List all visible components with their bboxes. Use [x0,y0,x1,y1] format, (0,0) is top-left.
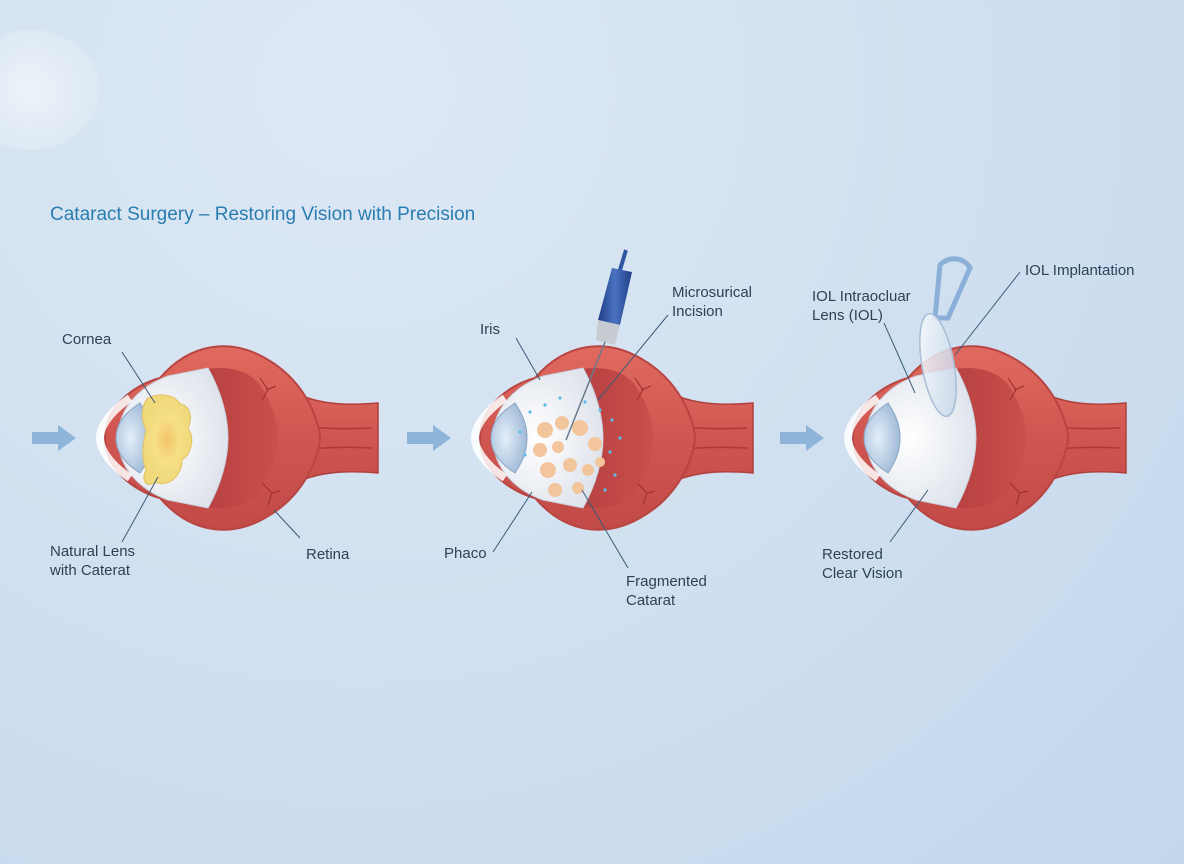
iol-lens-icon [919,256,973,418]
right-arrow-icon [407,425,451,451]
label-microsurgical-incision: Microsurical Incision [672,283,752,321]
label-iol-implantation: IOL Implantation [1025,262,1135,279]
right-arrow-icon [780,425,824,451]
label-fragmented-cataract: Fragmented Catarat [626,572,707,610]
label-fragment-line1: Fragmented [626,573,707,590]
label-retina: Retina [306,546,350,563]
label-restored-vision: Restored Clear Vision [822,545,903,583]
label-cornea: Cornea [62,331,112,348]
phaco-probe-icon [565,249,632,441]
label-iol-line1: IOL Intraocluar [812,288,911,305]
label-incision-line2: Incision [672,303,723,320]
cataract-lens [141,394,193,485]
label-iol-lens: IOL Intraocluar Lens (IOL) [812,287,911,325]
eye-phaco-surgery [407,249,753,569]
right-arrow-icon [32,425,76,451]
diagram-title: Cataract Surgery – Restoring Vision with… [50,204,476,225]
label-natural-lens-line1: Natural Lens [50,543,136,560]
label-restored-line1: Restored [822,546,883,563]
label-fragment-line2: Catarat [626,592,676,609]
label-restored-line2: Clear Vision [822,565,903,582]
label-iol-line2: Lens (IOL) [812,307,883,324]
eye-after-surgery [780,256,1126,543]
label-natural-lens-line2: with Caterat [50,562,131,579]
cataract-fragments [533,416,605,497]
irrigation-particles [518,396,622,492]
label-iris: Iris [480,321,500,338]
eye-before-surgery [32,346,378,543]
label-natural-lens: Natural Lens with Caterat [50,542,135,580]
label-incision-line1: Microsurical [672,284,753,301]
label-phaco: Phaco [444,545,487,562]
